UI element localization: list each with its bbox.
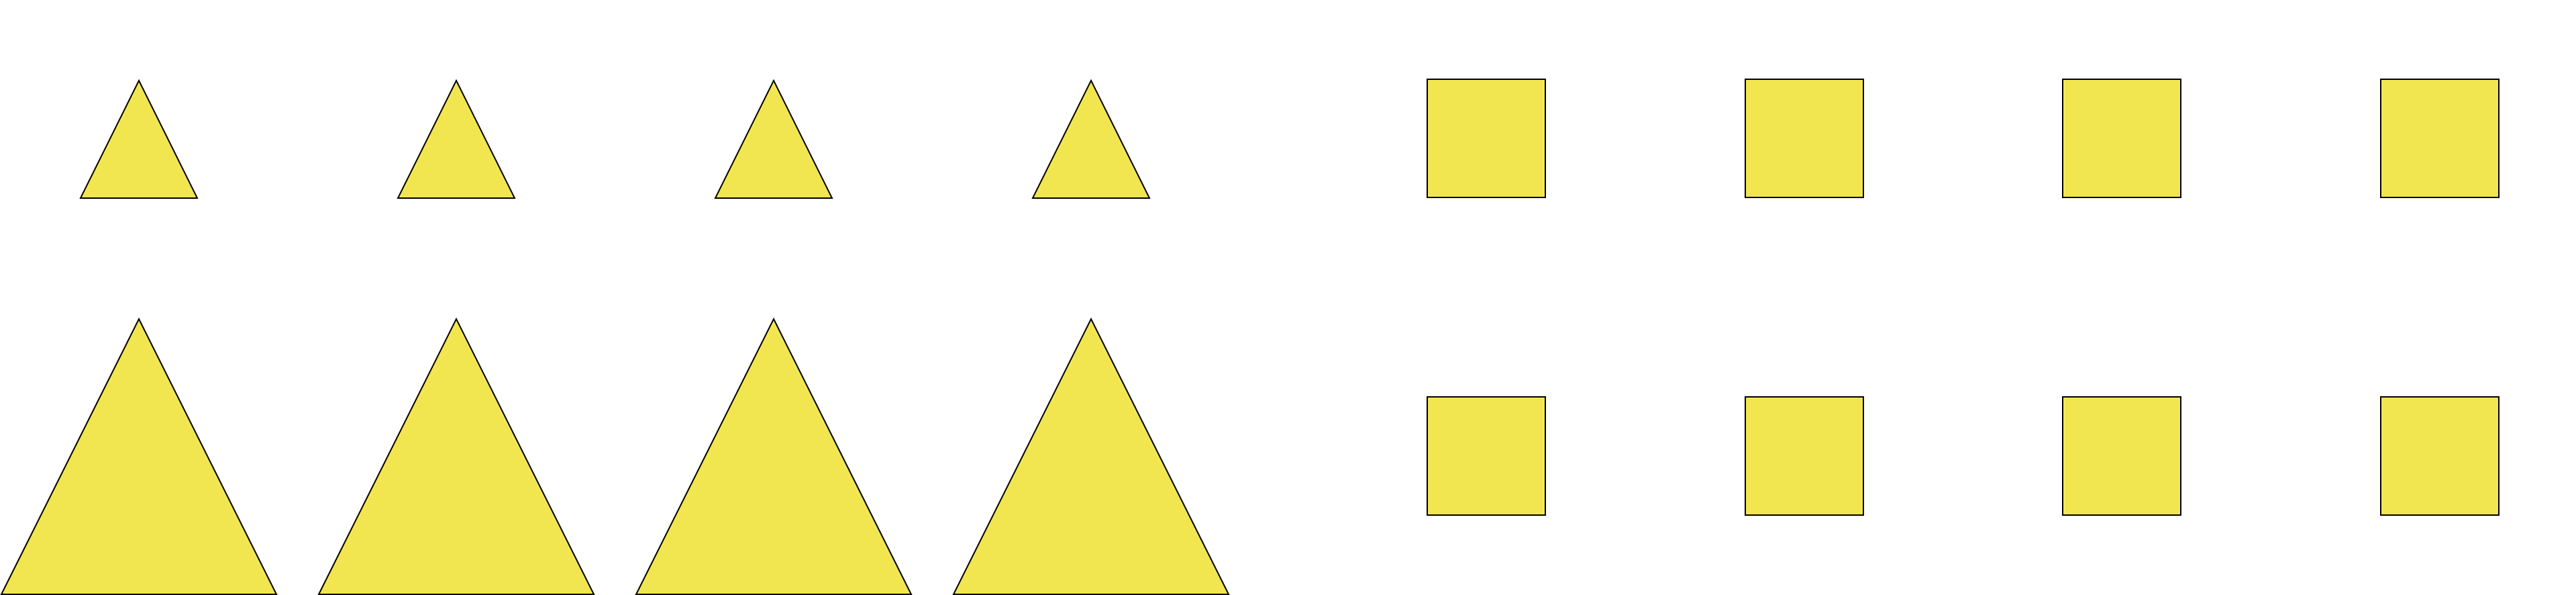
square [2380, 79, 2500, 198]
square [1745, 396, 1864, 516]
small-triangle [714, 79, 833, 199]
square [2062, 79, 2181, 198]
small-triangle [1031, 79, 1151, 199]
square [1427, 79, 1546, 198]
square [1427, 396, 1546, 516]
large-triangle [317, 317, 595, 595]
square [2380, 396, 2500, 516]
bottom-row [0, 317, 2500, 595]
small-triangle [397, 79, 516, 199]
square [1745, 79, 1864, 198]
large-triangle [952, 317, 1230, 595]
top-row [79, 79, 2500, 199]
large-triangle [0, 317, 278, 595]
shapes-layer [0, 79, 2500, 595]
small-triangle [79, 79, 199, 199]
square [2062, 396, 2181, 516]
large-triangle [635, 317, 913, 595]
